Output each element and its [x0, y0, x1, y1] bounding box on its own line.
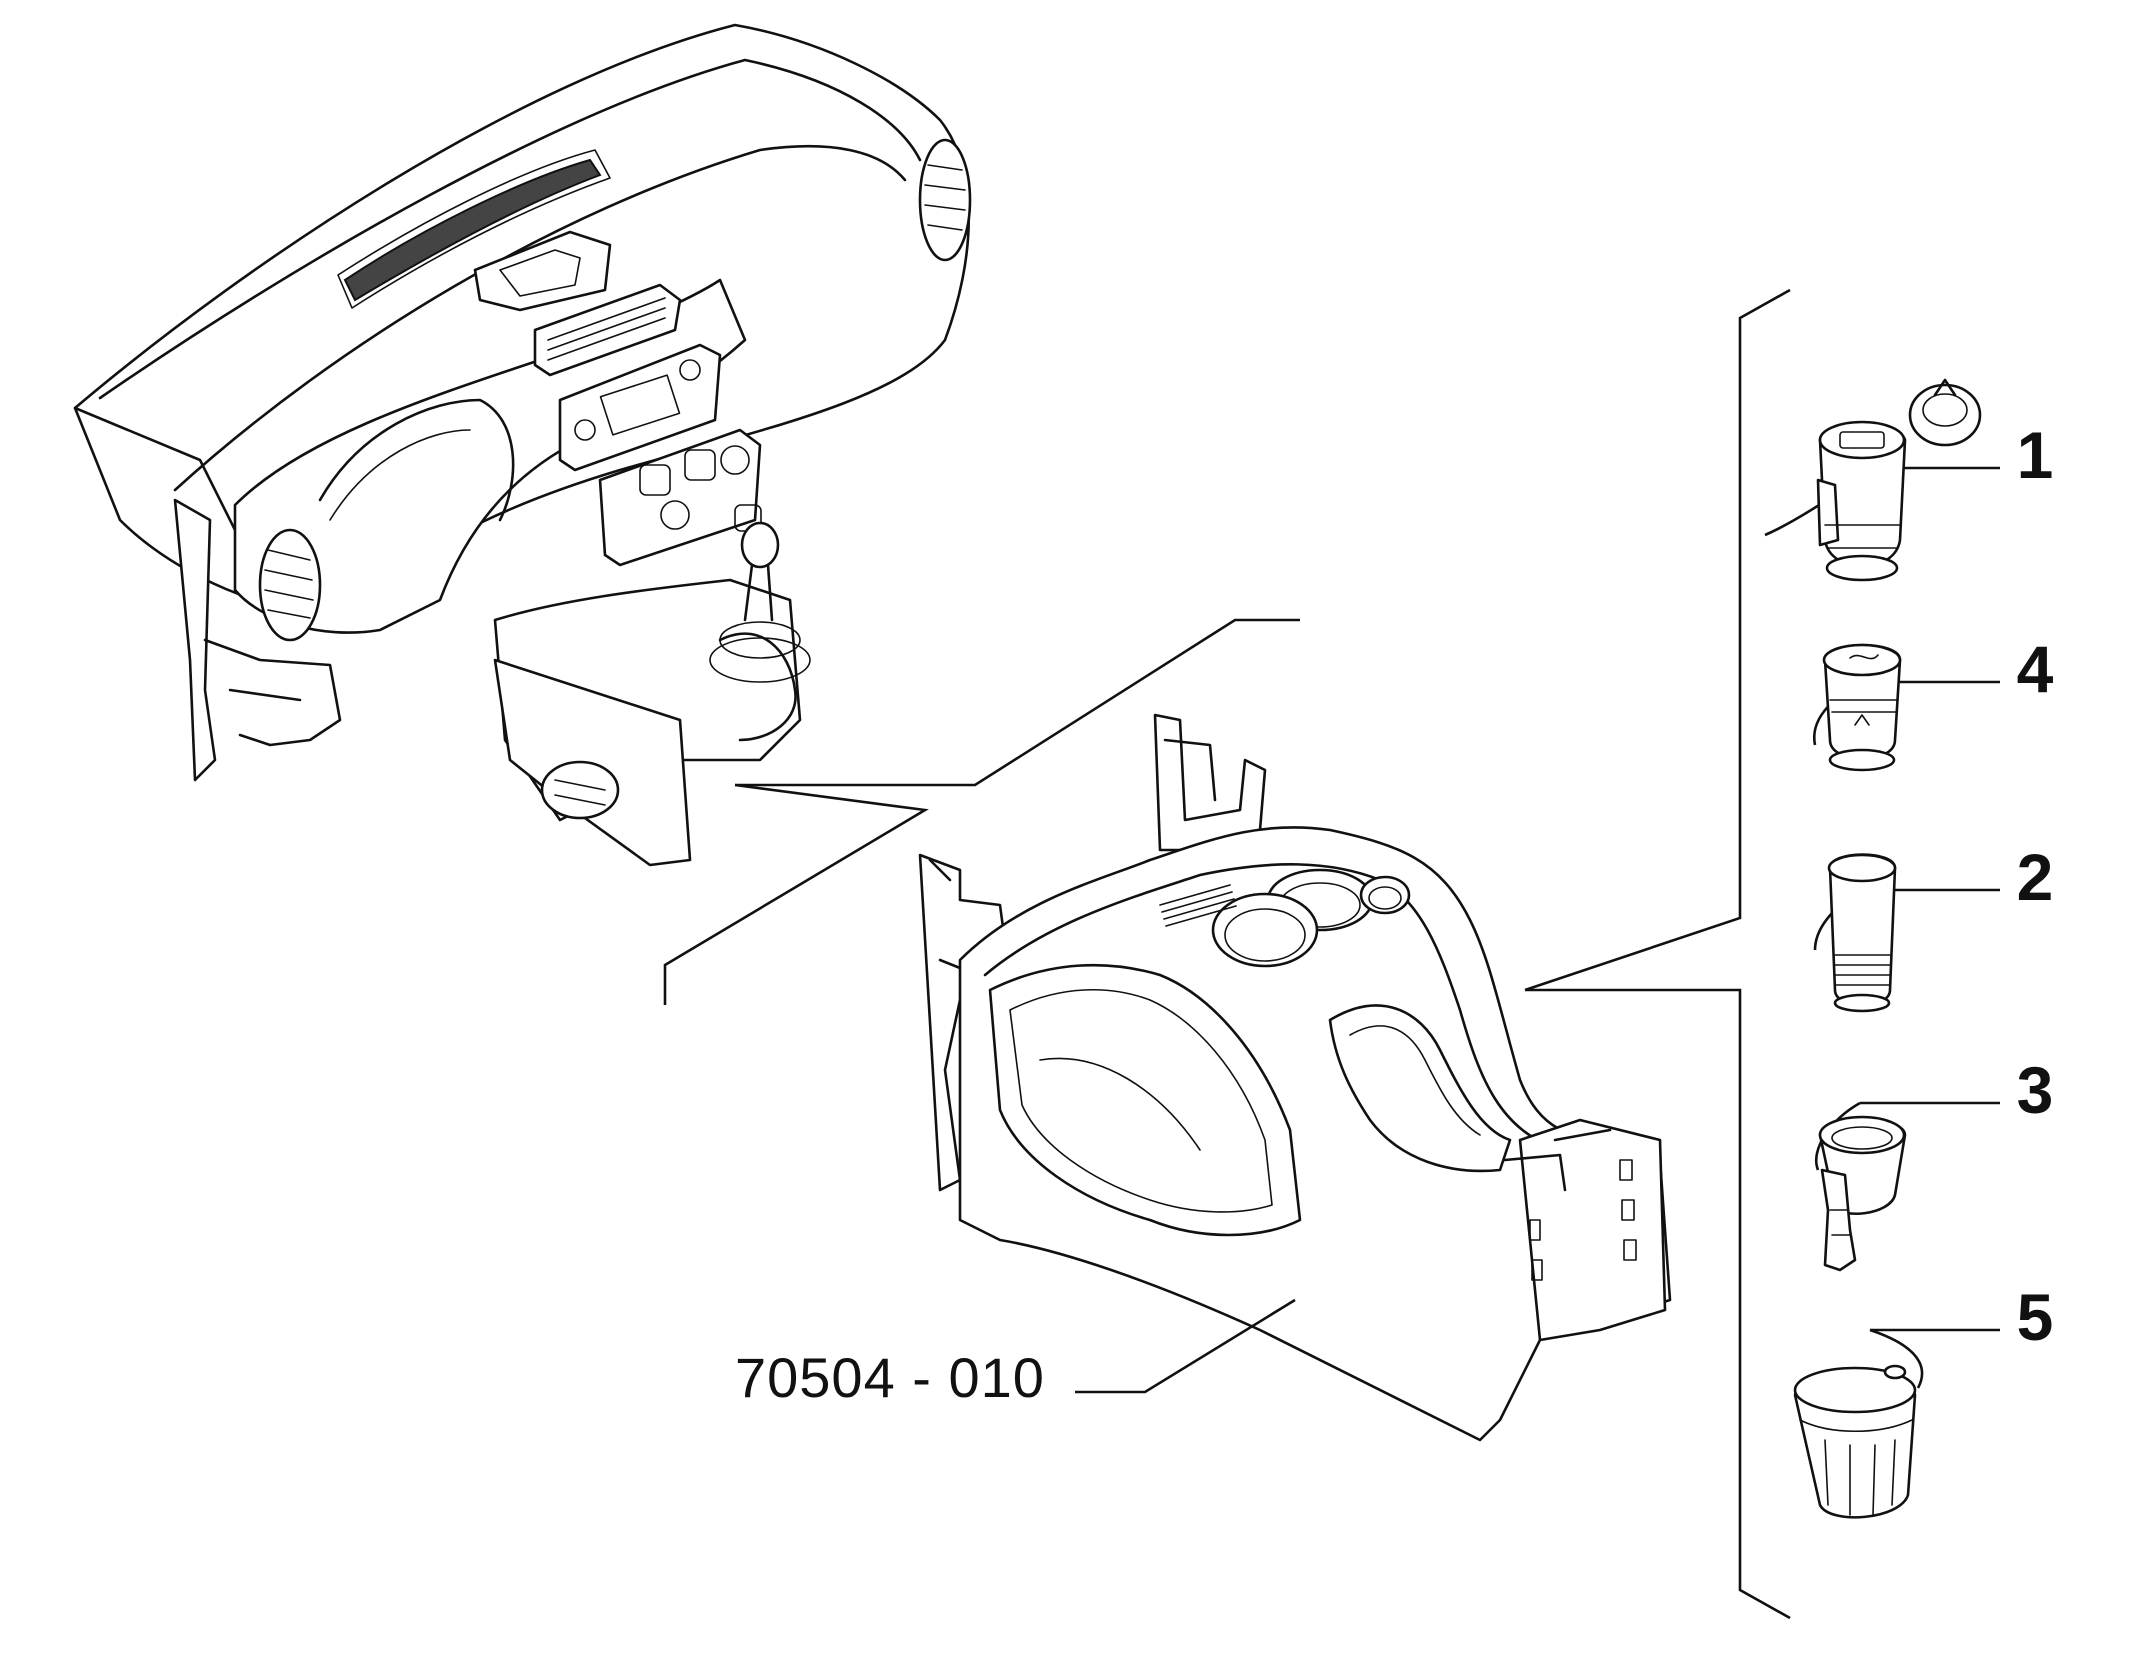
callout-2: 2: [2017, 840, 2054, 914]
reference-code-label: 70504 - 010: [735, 1346, 1045, 1409]
dashboard-assembly: [73, 23, 972, 867]
leader-lines: [663, 288, 2000, 1620]
leader-5: [1869, 1328, 1924, 1389]
callout-3: 3: [2017, 1053, 2054, 1127]
callout-4: 4: [2017, 632, 2054, 706]
callout-5: 5: [2017, 1280, 2054, 1354]
part-5-ashtray-cup: [1793, 1364, 1917, 1519]
center-console: [918, 713, 1672, 1442]
part-1-socket-with-cap: [1816, 378, 1982, 582]
part-2-lighter-element: [1827, 853, 1897, 1013]
part-4-lighter-plug: [1822, 643, 1902, 772]
callout-1: 1: [2017, 418, 2054, 492]
part-3-socket-housing: [1818, 1115, 1907, 1272]
